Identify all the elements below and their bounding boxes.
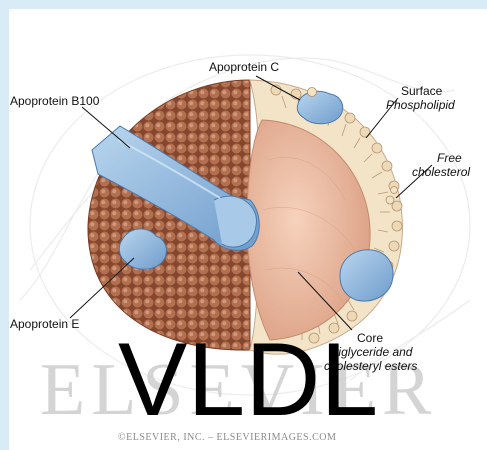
apoprotein-right <box>340 250 393 301</box>
label-apoprotein-e: Apoprotein E <box>10 318 79 331</box>
vldl-title: VLDL <box>118 328 378 432</box>
label-free: Free <box>437 152 462 165</box>
label-apoprotein-c: Apoprotein C <box>209 61 279 74</box>
label-cholesterol: cholesterol <box>412 166 470 179</box>
label-apoprotein-b100: Apoprotein B100 <box>10 95 99 108</box>
copyright-text: ©ELSEVIER, INC. – ELSEVIERIMAGES.COM <box>118 432 336 443</box>
label-phospholipid: Phospholipid <box>386 99 455 112</box>
label-surface: Surface <box>401 85 442 98</box>
